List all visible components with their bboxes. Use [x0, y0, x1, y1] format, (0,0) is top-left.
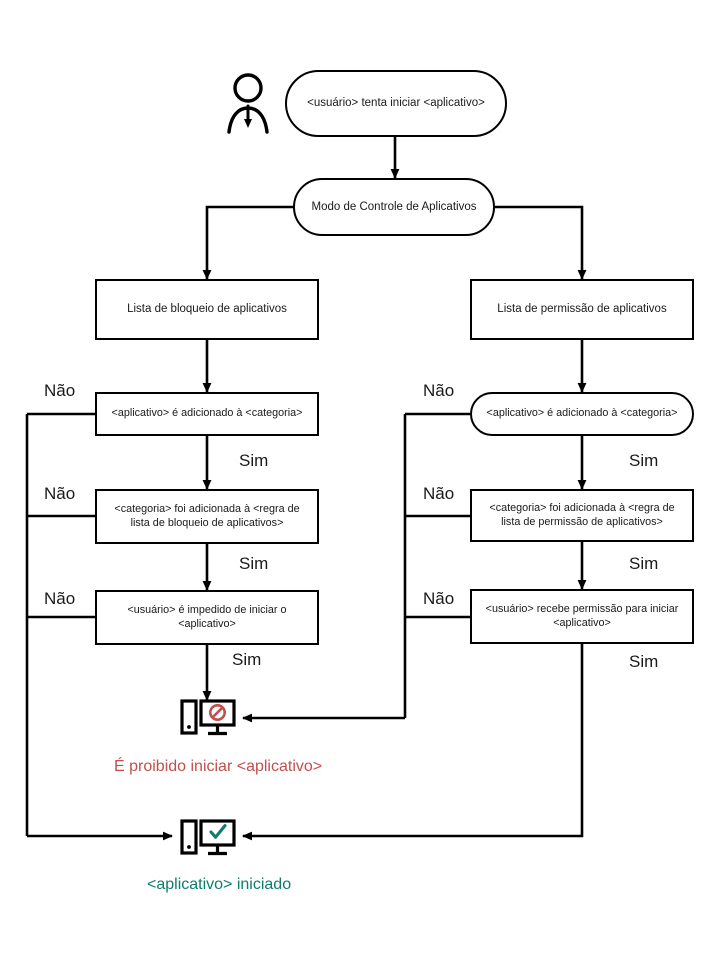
edge-label-right-q2-sim: Sim	[629, 554, 659, 573]
edge-label-right-q1-sim: Sim	[629, 451, 659, 470]
edge-label-left-q2-sim: Sim	[239, 554, 269, 573]
right-q2-line2: lista de permissão de aplicativos>	[501, 515, 663, 528]
left-q2-line2: lista de bloqueio de aplicativos>	[130, 516, 284, 529]
edge-rightq3-sim-to-started	[242, 644, 584, 841]
edge-label-left-q3-sim: Sim	[232, 650, 262, 669]
edge-label-right-q1-nao: Não	[423, 381, 455, 400]
right-q3-line2: <aplicativo>	[553, 616, 611, 629]
node-start: <usuário> tenta iniciar <aplicativo>	[285, 70, 507, 137]
edge-label-right-q2-nao: Não	[423, 484, 455, 503]
node-right-q1-app-in-category: <aplicativo> é adicionado à <categoria>	[470, 392, 694, 436]
left-q3-line1: <usuário> é impedido de iniciar o	[127, 603, 287, 616]
node-left-q1-app-in-category: <aplicativo> é adicionado à <categoria>	[95, 392, 319, 436]
edge-label-left-q1-sim: Sim	[239, 451, 269, 470]
caption-blocked: É proibido iniciar <aplicativo>	[114, 758, 323, 775]
edge-label-right-q3-nao: Não	[423, 589, 455, 608]
node-application-denylist: Lista de bloqueio de aplicativos	[95, 279, 319, 340]
edge-label-right-q3-sim: Sim	[629, 652, 659, 671]
edge-label-left-q1-nao: Não	[44, 381, 76, 400]
edge-label-left-q3-nao: Não	[44, 589, 76, 608]
pc-blocked-icon	[180, 698, 236, 745]
node-application-allowlist: Lista de permissão de aplicativos	[470, 279, 694, 340]
person-icon	[222, 72, 274, 139]
node-left-q2-category-in-denylist-rule: <categoria> foi adicionada à <regra de l…	[95, 489, 319, 544]
node-right-q3-user-allowed: <usuário> recebe permissão para iniciar …	[470, 589, 694, 644]
left-q2-line1: <categoria> foi adicionada à <regra de	[114, 502, 300, 515]
edge-label-left-q2-nao: Não	[44, 484, 76, 503]
node-left-q3-user-blocked: <usuário> é impedido de iniciar o <aplic…	[95, 590, 319, 645]
edge-mode-to-denylist	[202, 205, 295, 280]
node-right-q2-category-in-allowlist-rule: <categoria> foi adicionada à <regra de l…	[470, 489, 694, 542]
caption-started: <aplicativo> iniciado	[147, 876, 292, 893]
node-control-mode: Modo de Controle de Aplicativos	[293, 178, 495, 236]
right-q2-line1: <categoria> foi adicionada à <regra de	[489, 501, 675, 514]
right-q3-line1: <usuário> recebe permissão para iniciar	[485, 602, 679, 615]
pc-allowed-icon	[180, 818, 236, 865]
edge-mode-to-allowlist	[495, 205, 587, 280]
left-q3-line2: <aplicativo>	[178, 617, 236, 630]
